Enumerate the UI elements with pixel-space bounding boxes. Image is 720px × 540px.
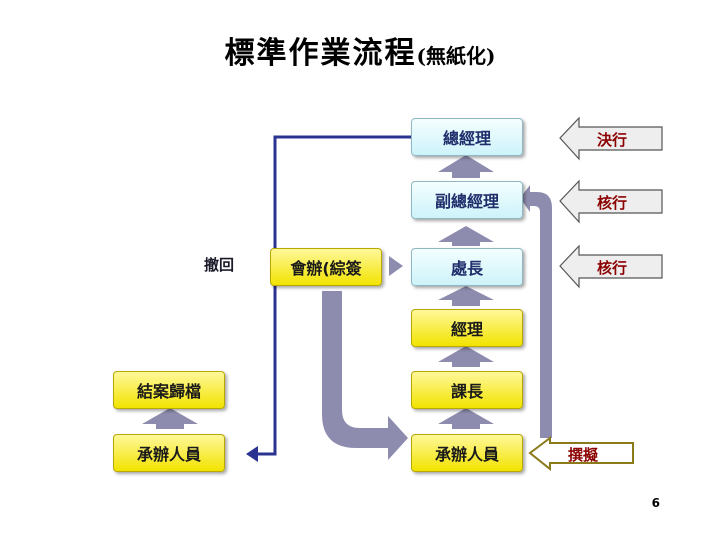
page-title: 標準作業流程(無紙化) [0,28,720,72]
tag-draft: 撰擬 [568,446,599,464]
up-arrow-5 [438,408,494,429]
up-arrow-left [142,408,198,429]
withdraw-line [252,135,411,456]
title-main: 標準作業流程 [224,36,417,71]
side-arrow-approve-deputy [559,179,663,224]
up-arrow-3 [438,286,494,306]
side-arrow-approve-director [559,244,663,289]
side-arrows [528,116,663,472]
box-close-archive: 結案歸檔 [113,371,225,409]
up-arrow-2 [438,226,494,246]
box-handler: 承辦人員 [411,434,523,472]
title-sub: (無紙化) [416,44,496,68]
box-section-chief: 課長 [411,371,523,409]
page-number: 6 [651,496,660,510]
tag-withdraw: 撤回 [204,256,235,274]
up-arrow-4 [438,346,494,367]
side-arrow-decision [559,116,663,161]
withdraw-arrowhead [246,446,258,462]
up-arrow-6 [438,155,494,178]
tag-approve-deputy: 核行 [597,194,628,212]
loop-arrow-handler-to-deputy [520,185,552,438]
tag-decision: 決行 [597,131,628,149]
box-general-manager: 總經理 [411,118,523,156]
box-manager: 經理 [411,309,523,347]
box-cosign: 會辦(綜簽 [270,248,382,286]
left-arrow-cosign [389,256,403,276]
box-director: 處長 [411,248,523,286]
curve-arrow-cosign-to-handler [322,291,408,460]
box-deputy-gm: 副總經理 [411,181,523,219]
side-arrow-draft [528,436,634,472]
up-arrows [142,155,494,429]
box-left-handler: 承辦人員 [113,434,225,472]
tag-approve-director: 核行 [597,259,628,277]
